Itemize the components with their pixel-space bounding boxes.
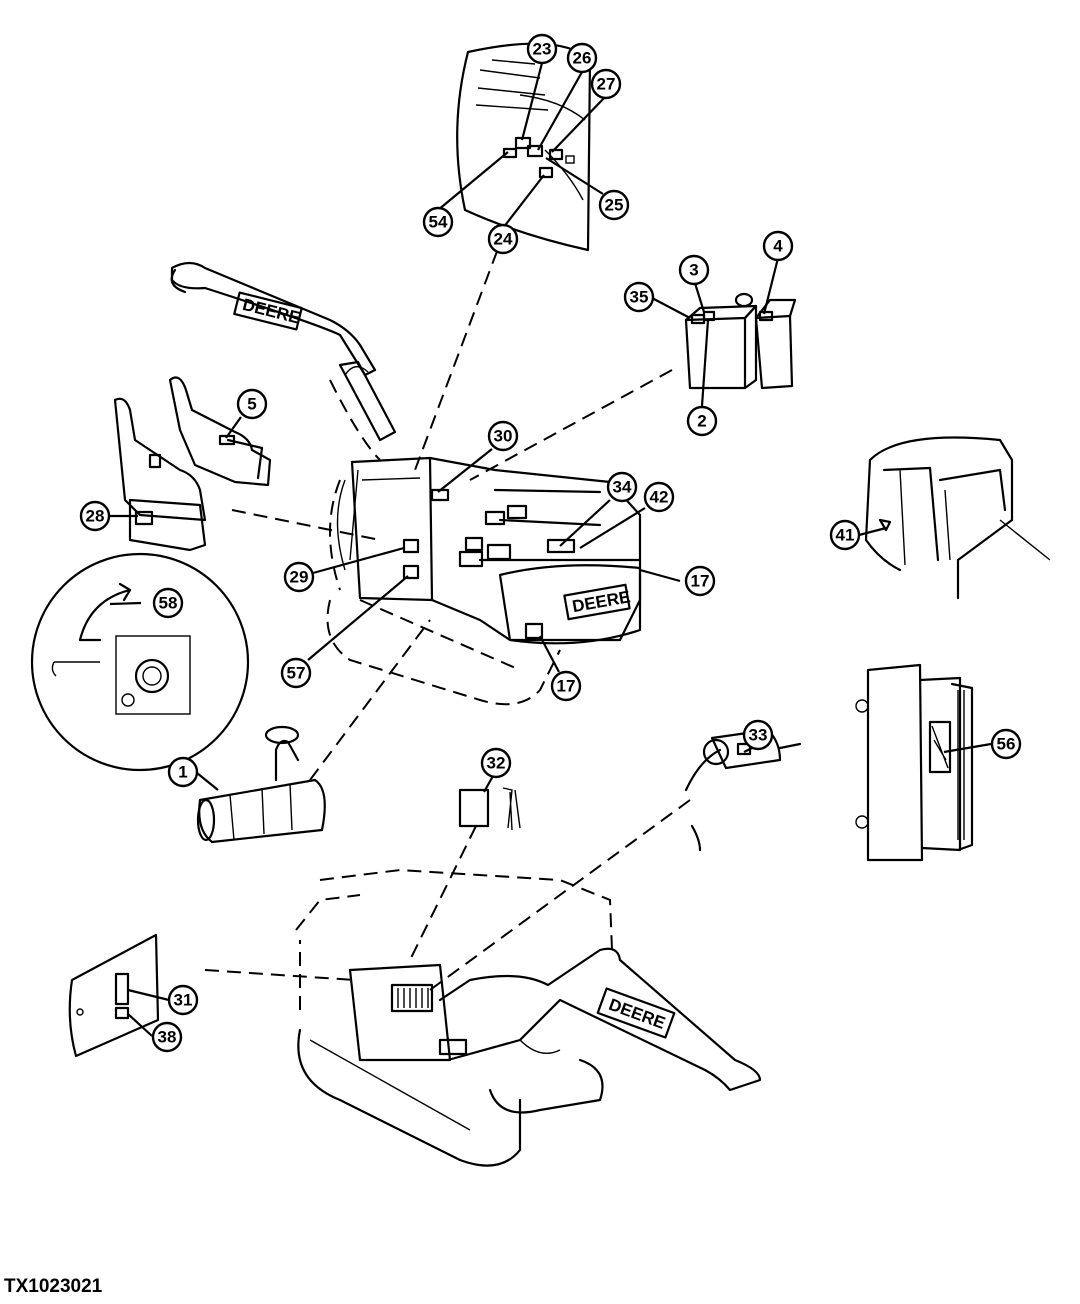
battery-group xyxy=(684,292,797,390)
callout-56: 56 xyxy=(990,728,1022,760)
callout-label: 54 xyxy=(429,213,448,232)
callout-3: 3 xyxy=(678,254,710,286)
callout-57: 57 xyxy=(280,657,312,689)
cooler-assembly xyxy=(855,663,974,862)
detail-circle xyxy=(30,552,250,772)
callout-label: 56 xyxy=(997,735,1016,754)
callout-54: 54 xyxy=(422,206,454,238)
callout-label: 57 xyxy=(287,664,306,683)
callout-2: 2 xyxy=(686,405,718,437)
cab-window-panel xyxy=(456,42,592,252)
side-door-panel xyxy=(68,933,160,1058)
filter-decal xyxy=(458,787,521,831)
callout-30: 30 xyxy=(487,420,519,452)
callout-24: 24 xyxy=(487,223,519,255)
callout-label: 17 xyxy=(557,677,576,696)
callout-label: 41 xyxy=(836,526,855,545)
excavator-upper-view: DEERE DEERE xyxy=(170,261,642,706)
callout-31: 31 xyxy=(167,984,199,1016)
excavator-lower-view: DEERE xyxy=(295,868,762,1167)
callout-label: 58 xyxy=(159,594,178,613)
callout-label: 26 xyxy=(573,49,592,68)
callout-17-bottom: 17 xyxy=(550,670,582,702)
callout-label: 42 xyxy=(650,488,669,507)
callout-label: 34 xyxy=(613,478,632,497)
callout-label: 32 xyxy=(487,754,506,773)
callout-label: 3 xyxy=(689,261,698,280)
callout-27: 27 xyxy=(590,68,622,100)
leader-lines xyxy=(108,62,992,1037)
callout-58: 58 xyxy=(152,587,184,619)
callout-label: 30 xyxy=(494,427,513,446)
callout-33: 33 xyxy=(742,719,774,751)
callout-label: 2 xyxy=(697,412,706,431)
callout-label: 31 xyxy=(174,991,193,1010)
callout-label: 25 xyxy=(605,196,624,215)
callout-label: 38 xyxy=(158,1028,177,1047)
callout-label: 17 xyxy=(691,572,710,591)
callout-29: 29 xyxy=(283,561,315,593)
callout-label: 24 xyxy=(494,230,513,249)
callout-label: 28 xyxy=(86,507,105,526)
deere-logo-counterweight: DEERE xyxy=(571,587,632,616)
callout-42: 42 xyxy=(643,481,675,513)
callout-label: 29 xyxy=(290,568,309,587)
callout-41: 41 xyxy=(829,519,861,551)
callout-34: 34 xyxy=(606,471,638,503)
callout-1: 1 xyxy=(167,756,199,788)
callout-label: 27 xyxy=(597,75,616,94)
callout-17-right: 17 xyxy=(684,565,716,597)
callout-28: 28 xyxy=(79,500,111,532)
callout-25: 25 xyxy=(598,189,630,221)
callout-23: 23 xyxy=(526,33,558,65)
figure-code: TX1023021 xyxy=(4,1276,103,1297)
callout-label: 23 xyxy=(533,40,552,59)
operator-cab xyxy=(864,436,1051,600)
callout-26: 26 xyxy=(566,42,598,74)
callout-5: 5 xyxy=(236,388,268,420)
callout-label: 5 xyxy=(247,395,256,414)
callout-label: 35 xyxy=(630,288,649,307)
callout-label: 1 xyxy=(178,763,187,782)
callout-4: 4 xyxy=(762,230,794,262)
control-lever-left xyxy=(113,397,207,552)
engine-component xyxy=(684,728,802,852)
callout-38: 38 xyxy=(151,1021,183,1053)
callout-32: 32 xyxy=(480,747,512,779)
callout-35: 35 xyxy=(623,281,655,313)
air-cleaner xyxy=(196,725,326,844)
callout-label: 4 xyxy=(773,237,783,256)
reference-lines xyxy=(204,229,691,991)
callout-label: 33 xyxy=(749,726,768,745)
